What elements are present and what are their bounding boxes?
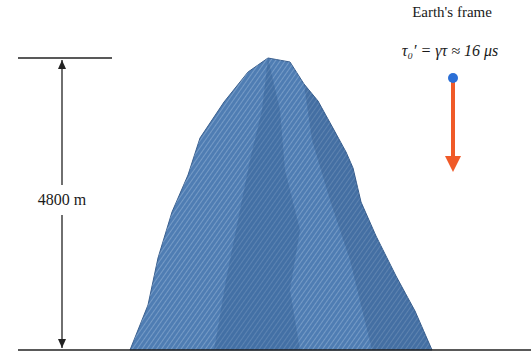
proper-time-label: τ₀′ = γτ ≈ 16 μs xyxy=(402,42,499,60)
mountain-shade xyxy=(304,84,432,350)
dimension-tick xyxy=(18,57,112,58)
dimension-label: 4800 m xyxy=(35,190,89,210)
mountain-shade xyxy=(214,58,300,350)
frame-label: Earth's frame xyxy=(412,4,492,21)
mountain xyxy=(130,58,432,350)
velocity-arrow xyxy=(451,82,455,158)
mountain-hatching xyxy=(130,58,432,350)
dimension-arrow xyxy=(61,60,62,185)
ground-line xyxy=(18,349,531,350)
dimension-arrow xyxy=(61,215,62,348)
muon-dot xyxy=(448,73,458,83)
velocity-arrowhead xyxy=(445,156,461,172)
